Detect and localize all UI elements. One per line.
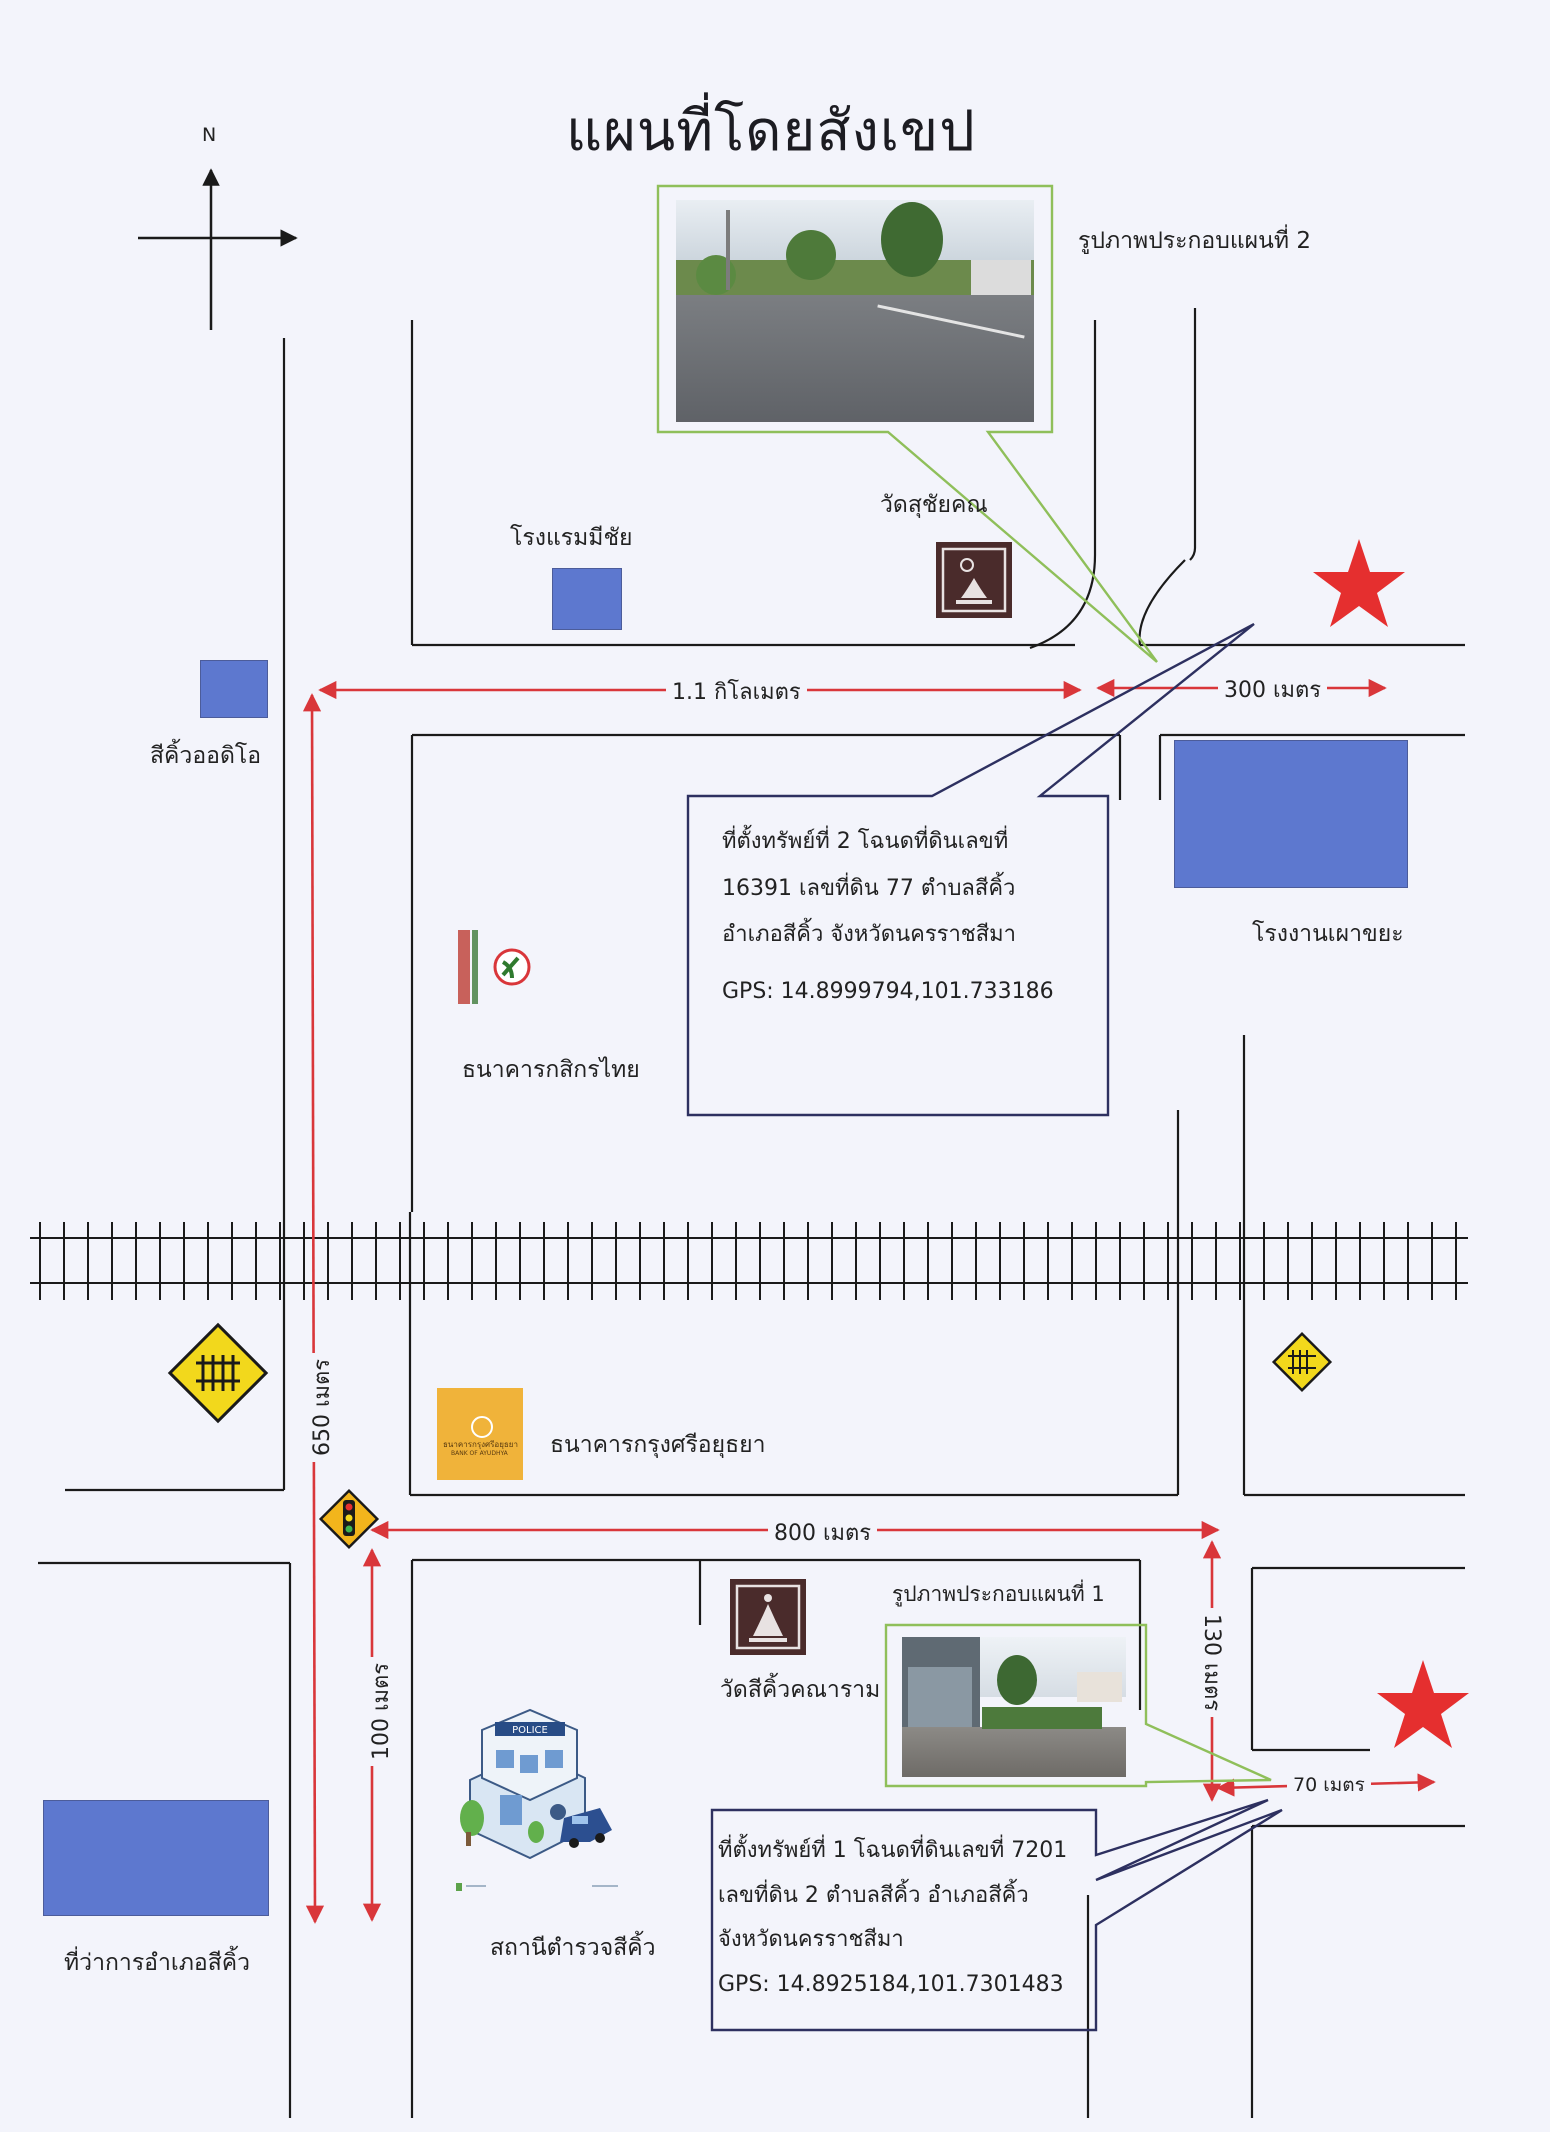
compass-north-label: N <box>202 124 217 146</box>
photo-callout-2-frame <box>656 184 1158 663</box>
distance-800m: 800 เมตร <box>768 1515 878 1550</box>
property-2-info: ที่ตั้งทรัพย์ที่ 2 โฉนดที่ดินเลขที่ 1639… <box>722 823 1054 1011</box>
factory-label: โรงงานเผาขยะ <box>1252 921 1404 947</box>
property-1-line1: ที่ตั้งทรัพย์ที่ 1 โฉนดที่ดินเลขที่ 7201 <box>718 1838 1068 1863</box>
district-office-block <box>43 1800 269 1916</box>
distance-300m: 300 เมตร <box>1218 672 1328 707</box>
distance-1-1km: 1.1 กิโลเมตร <box>666 674 807 709</box>
police-station-label: สถานีตำรวจสีคิ้ว <box>490 1935 656 1961</box>
star-marker-icon <box>1313 539 1469 1748</box>
distance-130m: 130 เมตร <box>1195 1608 1230 1718</box>
property-1-gps: GPS: 14.8925184,101.7301483 <box>718 1972 1064 1998</box>
photo-caption-2: รูปภาพประกอบแผนที่ 2 <box>1078 228 1311 254</box>
property-2-photo <box>676 200 1034 422</box>
police-station-icon: POLICE <box>456 1708 618 1891</box>
temple-south-label: วัดสีคิ้วคณาราม <box>720 1677 881 1703</box>
svg-text:POLICE: POLICE <box>512 1725 548 1736</box>
factory-block <box>1174 740 1408 888</box>
traffic-light-sign-icon <box>318 1488 380 1550</box>
temple-icon <box>936 542 1012 618</box>
hotel-label: โรงแรมมีชัย <box>510 525 633 551</box>
krungsri-bank-label: ธนาคารกรุงศรีอยุธยา <box>550 1432 766 1458</box>
property-2-line2: 16391 เลขที่ดิน 77 ตำบลสีคิ้ว <box>722 875 1016 901</box>
property-2-line1: ที่ตั้งทรัพย์ที่ 2 โฉนดที่ดินเลขที่ <box>722 829 1009 854</box>
district-office-label: ที่ว่าการอำเภอสีคิ้ว <box>64 1950 251 1976</box>
property-1-line2: เลขที่ดิน 2 ตำบลสีคิ้ว อำเภอสีคิ้ว <box>718 1882 1029 1908</box>
kasikorn-bank-label: ธนาคารกสิกรไทย <box>462 1057 640 1083</box>
north-arrow-icon <box>138 168 298 330</box>
property-2-line3: อำเภอสีคิ้ว จังหวัดนครราชสีมา <box>722 922 1017 947</box>
audio-shop-label: สีคิ้วออดิโอ <box>150 743 262 769</box>
info-callout-2-frame <box>686 622 1255 1117</box>
temple-north-label: วัดสุชัยคณ <box>880 492 988 518</box>
kasikorn-logo-icon <box>458 930 531 1004</box>
property-2-gps: GPS: 14.8999794,101.733186 <box>722 978 1054 1004</box>
distance-70m: 70 เมตร <box>1287 1770 1371 1800</box>
railway-crossing-sign-icon <box>1271 1331 1333 1393</box>
property-1-info: ที่ตั้งทรัพย์ที่ 1 โฉนดที่ดินเลขที่ 7201… <box>718 1831 1067 2006</box>
page-title: แผนที่โดยสังเขป <box>566 99 976 164</box>
hotel-block <box>552 568 622 630</box>
road-network <box>38 308 1465 2118</box>
info-callout-1-frame <box>710 1798 1283 2032</box>
photo-callout-1-frame <box>884 1623 1272 1788</box>
property-1-line3: จังหวัดนครราชสีมา <box>718 1927 904 1953</box>
photo-caption-1: รูปภาพประกอบแผนที่ 1 <box>892 1582 1105 1606</box>
temple-icon <box>730 1579 806 1655</box>
railway-crossing-sign-icon <box>167 1322 269 1424</box>
distance-650m: 650 เมตร <box>304 1352 339 1462</box>
krungsri-logo-icon: ธนาคารกรุงศรีอยุธยา BANK OF AYUDHYA <box>437 1388 523 1480</box>
audio-shop-block <box>200 660 268 718</box>
distance-100m: 100 เมตร <box>363 1656 398 1766</box>
railway-track <box>30 1222 1468 1300</box>
property-1-photo <box>902 1637 1126 1777</box>
